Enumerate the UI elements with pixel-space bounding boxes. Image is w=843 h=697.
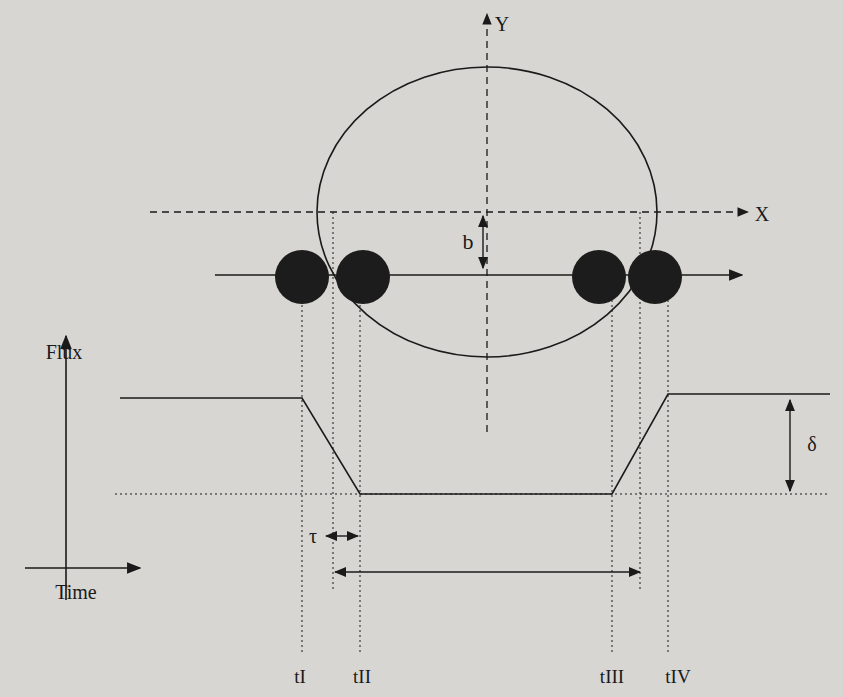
axis-label: X (755, 204, 769, 224)
duration-arrow (335, 571, 640, 572)
impact-arrow (482, 216, 483, 268)
flux-axis (65, 336, 67, 600)
y-axis (486, 14, 487, 432)
axis-label: Y (495, 14, 509, 34)
ingress-label: τ (309, 526, 317, 546)
planet-positions (275, 250, 682, 304)
ingress-arrow (326, 535, 358, 536)
contact-lines (115, 212, 830, 655)
contact-time: tIII (600, 667, 624, 686)
depth-label: δ (807, 434, 816, 454)
axis-label: Time (55, 582, 97, 602)
impact-label: b (463, 231, 474, 253)
depth-arrow (789, 400, 790, 491)
contact-time: tI (294, 667, 306, 686)
axis-label: Flux (46, 342, 83, 362)
contact-time: tIV (665, 667, 690, 686)
light-curve (120, 394, 830, 494)
x-axis (150, 211, 748, 212)
contact-time: tII (353, 667, 371, 686)
time-axis (25, 567, 140, 569)
